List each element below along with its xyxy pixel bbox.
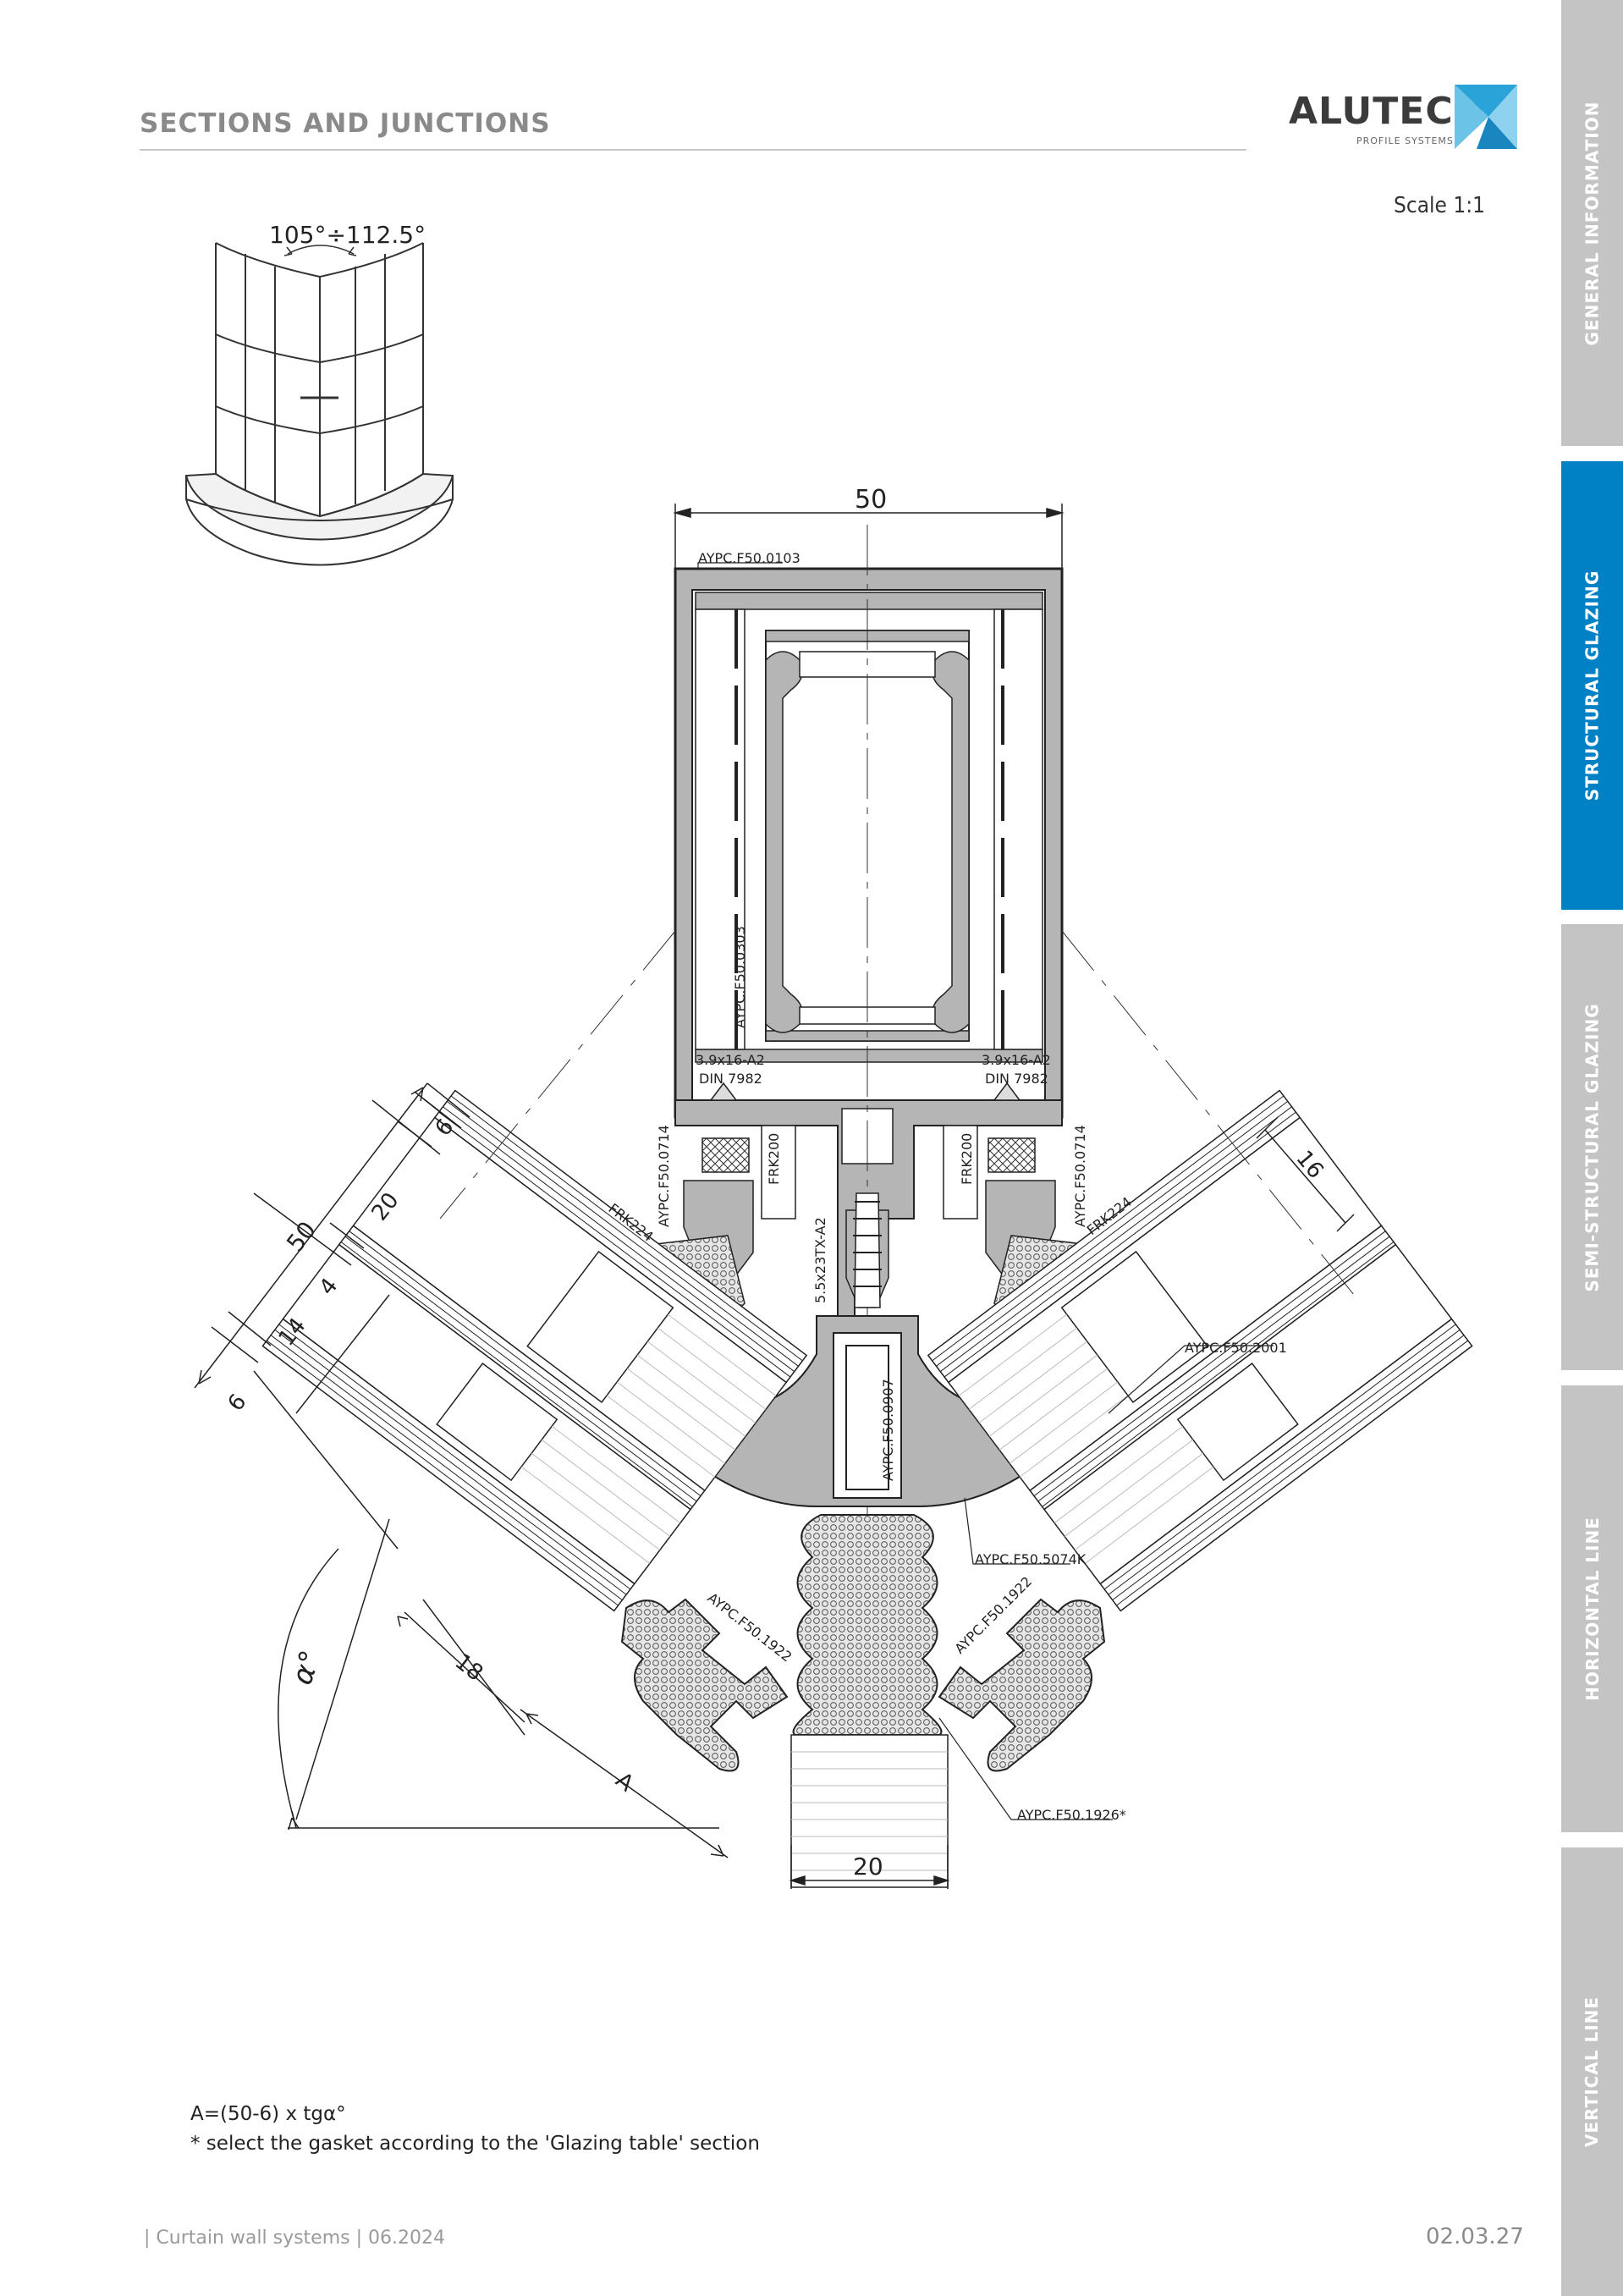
label-mullion: AYPC.F50.0103	[698, 550, 800, 566]
tab-semi-structural-glazing[interactable]: SEMI-STRUCTURAL GLAZING	[1561, 924, 1623, 1370]
label-screw-right: 3.9x16-A2	[982, 1052, 1051, 1068]
label-profile-2001: AYPC.F50.2001	[1185, 1340, 1287, 1356]
note-formula: A=(50-6) x tgα°	[190, 2103, 346, 2125]
page-header: SECTIONS AND JUNCTIONS	[140, 108, 1246, 151]
section-tabs: GENERAL INFORMATION STRUCTURAL GLAZING S…	[1561, 0, 1623, 2296]
dim-inset-18: 18	[450, 1649, 488, 1687]
logo-subtitle: PROFILE SYSTEMS	[1356, 135, 1454, 146]
angle-range-label: 105°÷112.5°	[269, 221, 426, 249]
dim-top-width: 50	[855, 485, 887, 515]
label-0714-left: AYPC.F50.0714	[656, 1125, 672, 1227]
logo-name: ALUTECH	[1289, 90, 1486, 133]
logo-mark-icon	[1455, 85, 1517, 149]
tab-horizontal-line[interactable]: HORIZONTAL LINE	[1561, 1385, 1623, 1832]
left-glazing-unit	[261, 1089, 808, 1612]
alutech-logo: ALUTECH PROFILE SYSTEMS	[1289, 85, 1517, 152]
label-frk200-right: FRK200	[959, 1133, 975, 1185]
note-gasket: * select the gasket according to the 'Gl…	[190, 2133, 760, 2155]
page-number: 02.03.27	[1426, 2224, 1524, 2249]
gasket-1922	[620, 1598, 1106, 1772]
label-gasket-1922-left: AYPC.F50.1922	[705, 1589, 795, 1665]
label-profile-0907: AYPC.F50.0907	[880, 1379, 896, 1481]
label-0714-right: AYPC.F50.0714	[1072, 1125, 1088, 1227]
dim-bottom-width: 20	[853, 1853, 883, 1880]
tab-general-information[interactable]: GENERAL INFORMATION	[1561, 0, 1623, 446]
scale-label: Scale 1:1	[1394, 193, 1486, 218]
dim-angle: α°	[285, 1646, 328, 1689]
label-profile-5074k: AYPC.F50.5074K	[975, 1551, 1087, 1567]
label-frk200-left: FRK200	[766, 1133, 782, 1185]
dim-glass-total: 50	[281, 1216, 322, 1257]
label-screw-left: 3.9x16-A2	[696, 1052, 765, 1068]
page-title: SECTIONS AND JUNCTIONS	[140, 108, 551, 139]
fasteners	[701, 1082, 1036, 1308]
tab-vertical-line[interactable]: VERTICAL LINE	[1561, 1847, 1623, 2296]
label-din-right: DIN 7982	[985, 1071, 1048, 1087]
dim-a: A	[611, 1768, 639, 1798]
right-glazing-unit	[927, 1089, 1473, 1612]
label-insert: AYPC.F50.0303	[732, 926, 748, 1028]
gasket-1926	[790, 1514, 949, 1888]
corner-sketch	[184, 242, 454, 566]
tab-structural-glazing[interactable]: STRUCTURAL GLAZING	[1561, 461, 1623, 910]
label-gasket-1926: AYPC.F50.1926*	[1017, 1807, 1126, 1823]
label-screw-center: 5.5x23TX-A2	[812, 1217, 828, 1303]
dim-layer-6b: 6	[223, 1390, 252, 1417]
technical-drawing: 105°÷112.5° 50	[184, 221, 1473, 1889]
footer-doc-info: | Curtain wall systems | 06.2024	[144, 2227, 445, 2249]
bracket-5074k	[632, 1315, 1103, 1507]
label-din-left: DIN 7982	[699, 1071, 762, 1087]
